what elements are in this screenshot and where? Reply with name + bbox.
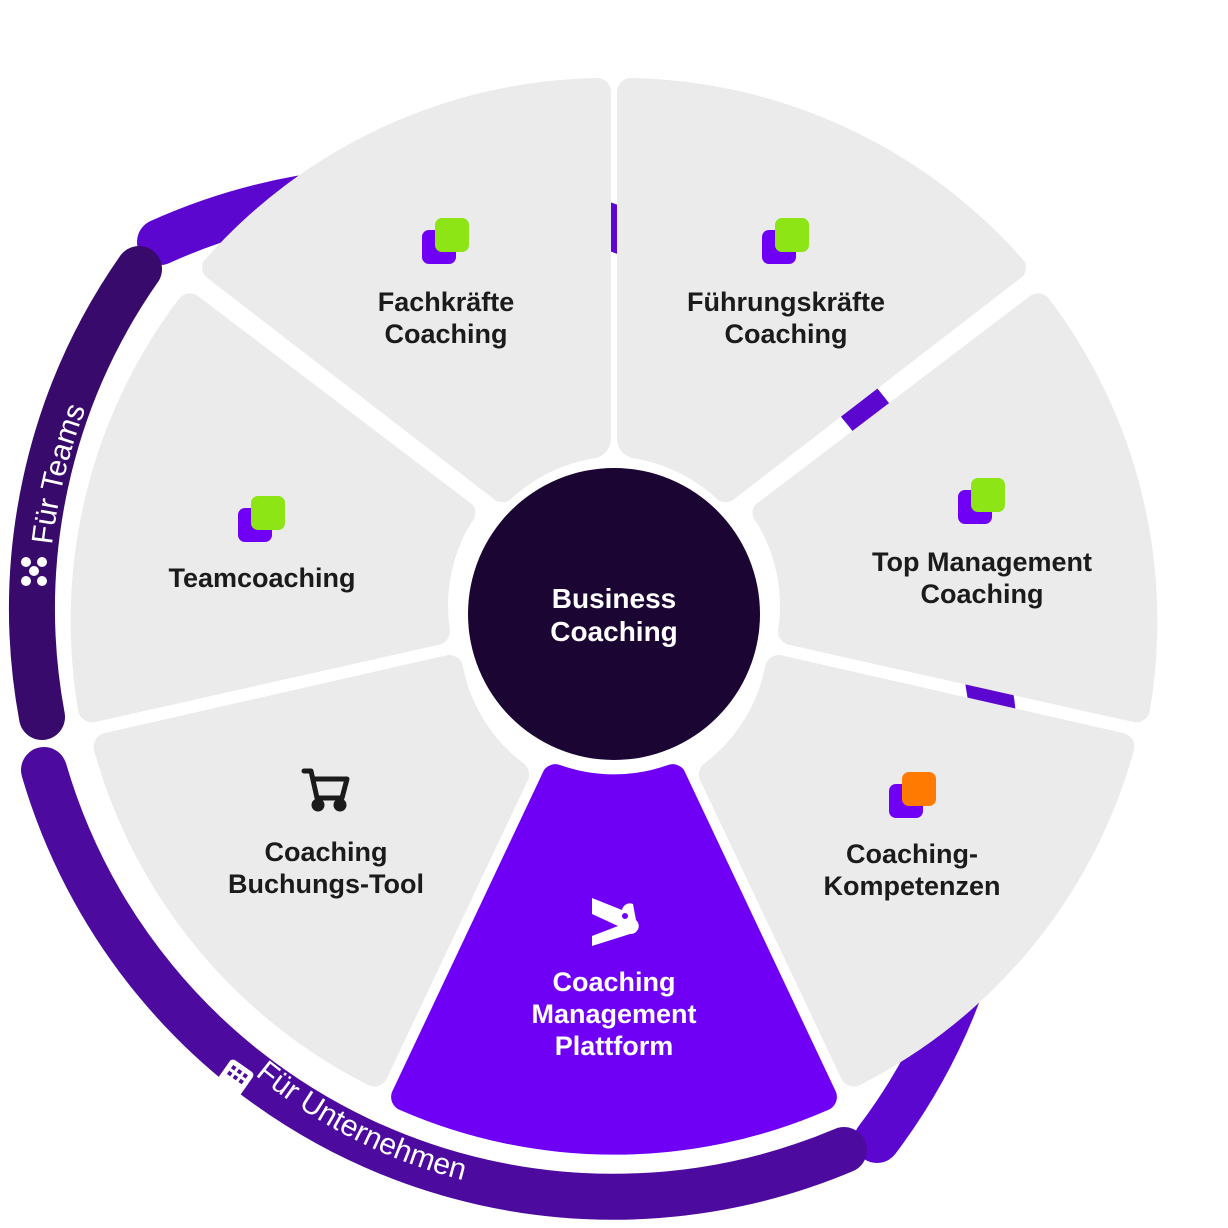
segment-label-fachkraefte: Fachkräfte Coaching [377,287,515,349]
platform-logo-icon [592,898,639,946]
ring-arc-company [21,747,867,1220]
segment-label-top-management: Top Management Coaching [871,547,1093,609]
segment-label-kompetenzen: Coaching- Kompetenzen [823,839,1001,901]
segment-kompetenzen[interactable] [698,654,1135,1087]
segment-label-fuehrungskraefte: Führungskräfte Coaching [686,287,886,349]
segment-fachkraefte[interactable] [201,78,611,503]
segment-top-management[interactable] [752,293,1158,723]
segment-label-teamcoaching: Teamcoaching [168,563,356,593]
segment-buchungs-tool[interactable] [93,654,530,1087]
segments [70,78,1158,1155]
building-icon [217,1059,254,1096]
center-label: Business Coaching [550,583,678,647]
center-circle[interactable] [468,468,760,760]
segment-label-management-plattform: Coaching Management Plattform [531,967,697,1061]
ring-arc-teams [9,246,162,740]
coaching-squares-icon [762,218,809,264]
coaching-squares-icon [958,478,1005,524]
team-icon [21,557,47,586]
competence-squares-icon [889,772,936,818]
coaching-squares-icon [422,218,469,264]
segment-fuehrungskraefte[interactable] [617,78,1027,503]
shopping-cart-icon [301,768,350,812]
coaching-squares-icon [238,496,285,542]
segment-label-buchungs-tool: Coaching Buchungs-Tool [228,837,424,899]
person-icon [823,59,849,86]
segment-management-plattform[interactable] [391,764,837,1155]
